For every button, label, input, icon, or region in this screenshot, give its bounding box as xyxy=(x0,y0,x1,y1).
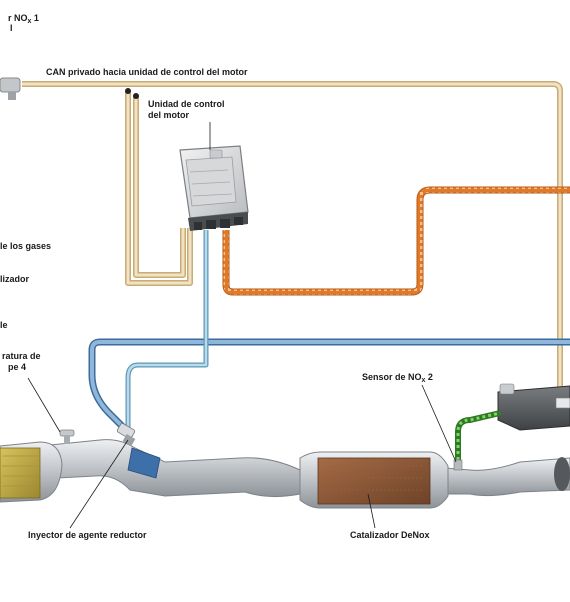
denox-catalyst-label: Catalizador DeNox xyxy=(350,530,430,540)
nox-sensor-1-connector xyxy=(0,77,21,100)
ecu-label-line1: Unidad de control xyxy=(148,99,225,109)
temperature-sensor xyxy=(59,429,75,444)
temperature-sensor-label-line2: pe 4 xyxy=(8,362,27,372)
nox-sensor-1-label-line2: l xyxy=(10,23,13,33)
nox-sensor-1-label: r NOx 1 xyxy=(8,13,39,25)
injector-label: Inyector de agente reductor xyxy=(28,530,147,540)
blue-line xyxy=(88,230,570,435)
exhaust-gas-label: le los gases xyxy=(0,241,52,251)
exhaust-pipe xyxy=(19,439,570,498)
nox-sensor-2 xyxy=(453,459,463,471)
engine-control-unit xyxy=(179,145,249,231)
left-partial-label: le xyxy=(0,320,8,330)
particulate-filter xyxy=(0,441,63,503)
reducing-agent-injector xyxy=(116,423,161,479)
nox-sensor-2-label: Sensor de NOx 2 xyxy=(362,372,433,384)
denox-catalyst xyxy=(299,451,449,509)
green-wiring-harness xyxy=(455,410,501,466)
orange-wiring-harness xyxy=(222,186,570,296)
nox-sensor-2-control-unit xyxy=(497,383,570,431)
ecu-label-line2: del motor xyxy=(148,110,190,120)
catalyst-left-label: lizador xyxy=(0,274,30,284)
leader-lines xyxy=(27,122,457,529)
can-bus-label: CAN privado hacia unidad de control del … xyxy=(46,67,248,77)
temperature-sensor-label-line1: ratura de xyxy=(2,351,41,361)
can-bus-line xyxy=(22,81,563,402)
